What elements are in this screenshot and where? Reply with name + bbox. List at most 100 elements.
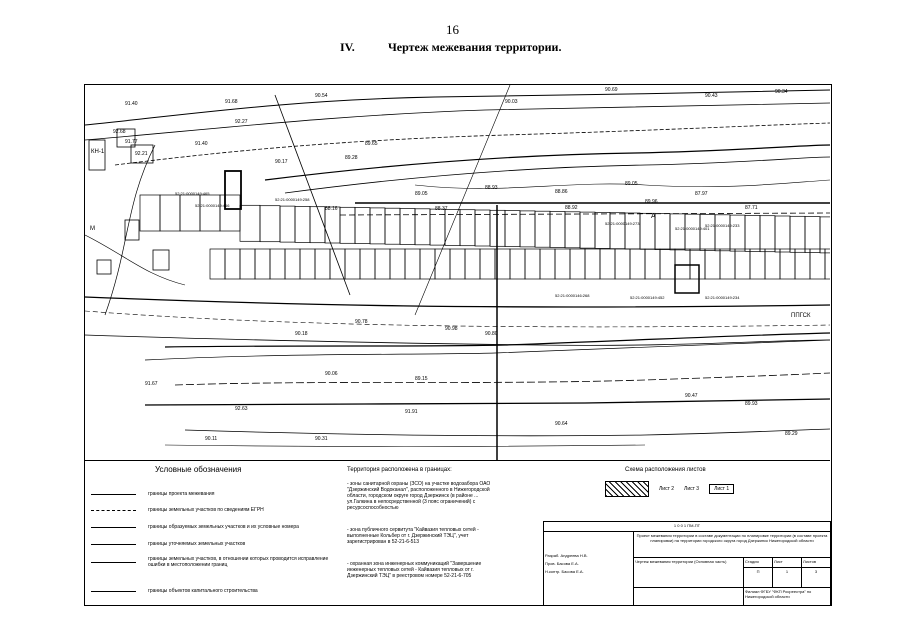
parcel: [414, 208, 431, 246]
parcel: [609, 212, 626, 250]
legend-item: границы проекта межевания: [91, 491, 214, 497]
right-side-label: ППГСК: [791, 313, 811, 319]
elevation-label: 92.21: [135, 151, 148, 157]
stamp-signatures: Разраб. Андреева Н.В. Пров. Басова Е.А. …: [544, 532, 634, 606]
stamp-drawing-name: Чертеж межевания территории (Основная ча…: [634, 558, 744, 588]
parcel: [614, 248, 631, 280]
parcel: [339, 206, 356, 244]
cadastral-number: 52:21:0000149:233: [705, 223, 740, 228]
parcel: [779, 248, 796, 280]
parcel: [534, 210, 551, 248]
parcel-row-lower: [209, 248, 830, 280]
parcel: [819, 216, 830, 254]
elevation-label: 87.97: [695, 191, 708, 197]
parcel: [294, 206, 311, 243]
legend-item: границы уточняемых земельных участков: [91, 541, 245, 547]
cadastral-number: 52:21:0000146:268: [555, 293, 590, 298]
elevation-label: 89.29: [785, 431, 798, 437]
cadastral-number: 52:21:0000149:466: [195, 203, 230, 208]
legend-line: [91, 509, 136, 511]
elevation-label: 91.91: [405, 409, 418, 415]
stamp-project: Проект межевания территории в составе до…: [634, 532, 831, 558]
parcel: [464, 248, 481, 280]
sheet-1-hatch: [605, 481, 649, 497]
parcel: [699, 214, 716, 251]
parcel: [384, 207, 401, 245]
parcel: [254, 248, 271, 280]
parcel: [269, 248, 286, 280]
cadastral-number: 52:21:0000149:273: [605, 221, 640, 226]
section-title: Чертеж межевания территории.: [388, 40, 562, 54]
parcel: [179, 194, 201, 232]
parcel: [824, 248, 830, 280]
elevation-label: 89.15: [415, 376, 428, 382]
elevation-label: 87.71: [745, 205, 758, 211]
parcel: [434, 248, 451, 280]
cadastral-number: 52:21:0000149:452: [630, 295, 665, 300]
elevation-label: 90.98: [445, 326, 458, 332]
parcel: [399, 208, 416, 245]
parcel: [219, 194, 241, 232]
parcel: [749, 248, 766, 280]
parcel: [564, 211, 581, 249]
elevation-label: 88.37: [435, 206, 448, 212]
parcel: [299, 248, 316, 280]
parcel: [554, 248, 571, 280]
parcel: [629, 248, 646, 280]
left-side-label: КН-1: [91, 149, 105, 155]
parcel: [309, 206, 326, 244]
elevation-label: 90.31: [315, 436, 328, 442]
stamp-company: Филиал ФГБУ "ФКП Росреестра" по Нижегоро…: [744, 588, 831, 606]
legend-item: границы объектов капитального строительс…: [91, 588, 258, 594]
parcel: [674, 248, 691, 280]
cadastral-labels: 52:21:0000149:46552:21:0000149:46652:21:…: [175, 191, 740, 300]
elevation-label: 89.05: [415, 191, 428, 197]
parcel: [279, 205, 296, 243]
parcel: [584, 248, 601, 280]
elevation-label: 90.69: [605, 87, 618, 93]
parcel: [794, 248, 811, 280]
parcel: [744, 215, 761, 252]
parcel: [314, 248, 331, 280]
legend-line: [91, 543, 136, 545]
parcel: [369, 207, 386, 245]
elevation-label: 90.43: [705, 93, 718, 99]
parcel: [404, 248, 421, 280]
elevation-label: 90.18: [295, 331, 308, 337]
elevation-label: 89.93: [745, 401, 758, 407]
elevation-label: 89.96: [645, 199, 658, 205]
parcel: [329, 248, 346, 280]
parcel: [459, 209, 476, 247]
scheme-title: Схема расположения листов: [625, 467, 706, 473]
parcel: [524, 248, 541, 280]
parcel: [509, 248, 526, 280]
svg-text:M: M: [90, 226, 95, 232]
legend-line: [91, 526, 136, 528]
legend-line: [91, 590, 136, 592]
parcel: [199, 194, 221, 232]
elevation-label: 89.05: [625, 181, 638, 187]
elevation-label: 91.40: [195, 141, 208, 147]
cadastral-number: 52:21:0000149:234: [705, 295, 740, 300]
parcel: [354, 207, 371, 244]
parcel: [729, 214, 746, 252]
legend-title: Условные обозначения: [155, 465, 242, 474]
parcel: [764, 248, 781, 280]
elevation-label: 88.86: [555, 189, 568, 195]
legend-line: [91, 493, 136, 495]
elevation-label: 90.06: [325, 371, 338, 377]
legend-line: [91, 561, 136, 563]
parcel: [359, 248, 376, 280]
elevation-label: 90.03: [505, 99, 518, 105]
parcel: [624, 212, 641, 250]
elevation-label: 89.65: [365, 141, 378, 147]
parcel: [809, 248, 826, 280]
letter-a: А: [651, 213, 656, 220]
parcel: [569, 248, 586, 280]
parcel: [389, 248, 406, 280]
title-block: 1 0 0 1 ПМ-ПТ Разраб. Андреева Н.В. Пров…: [543, 521, 831, 606]
elevation-label: 91.77: [125, 139, 138, 145]
legend-item: границы земельных участков по сведениям …: [91, 507, 264, 513]
